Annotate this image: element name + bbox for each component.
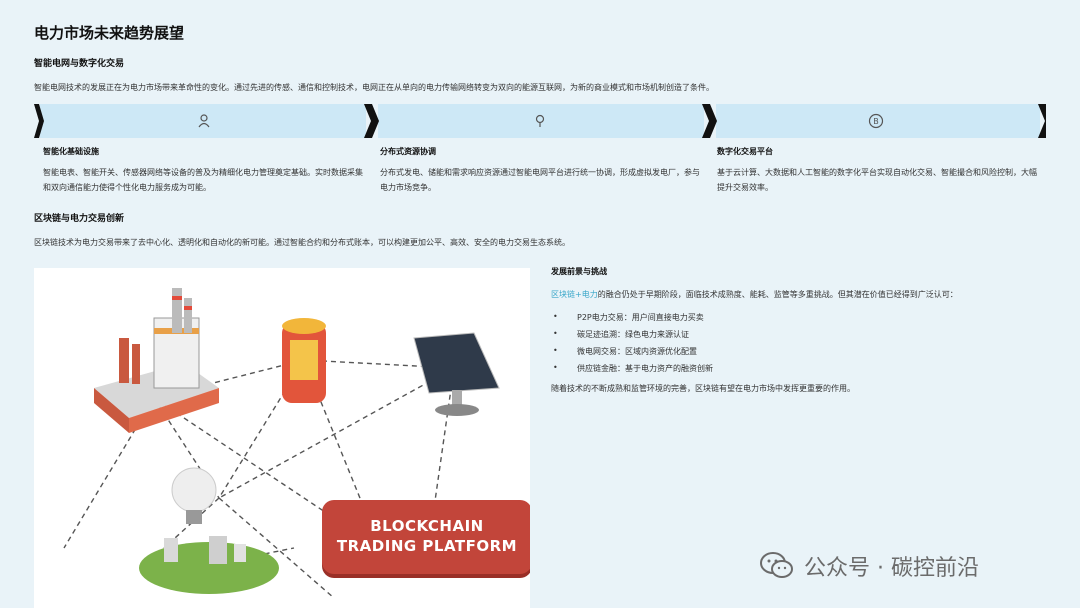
smart-city-icon [139,467,279,594]
step-digital-platform: 数字化交易平台 基于云计算、大数据和人工智能的数字化平台实现自动化交易、智能撮合… [717,146,1037,195]
bullet-icon: • [553,329,558,338]
bulb-icon [532,113,548,129]
prospects-outro: 随着技术的不断成熟和监管环境的完善，区块链有望在电力市场中发挥更重要的作用。 [551,384,855,393]
section-title-blockchain: 区块链与电力交易创新 [34,214,125,224]
step-title: 智能化基础设施 [43,147,99,156]
prospects-intro: 区块链+电力的融合仍处于早期阶段，面临技术成熟度、能耗、监管等多重挑战。但其潜在… [551,289,1021,300]
section-intro-smart-grid: 智能电网技术的发展正在为电力市场带来革命性的变化。通过先进的传感、通信和控制技术… [34,83,714,92]
step-title: 数字化交易平台 [717,147,773,156]
chevron-icon-2 [702,104,717,138]
illustration-network [63,288,500,599]
wechat-logo-icon [760,552,793,578]
step-infrastructure: 智能化基础设施 智能电表、智能开关、传感器网络等设备的普及为精细化电力管理奠定基… [43,146,363,195]
watermark-text: 公众号 · 碳控前沿 [804,556,979,581]
battery-icon [282,318,326,403]
prospects-title: 发展前景与挑战 [551,267,607,276]
band-segment-2 [378,104,704,138]
prospects-list: • P2P电力交易：用户间直接电力买卖 • 碳足迹追溯：绿色电力来源认证 • 微电网交… [551,312,1021,380]
prospects-intro-rest: 的融合仍处于早期阶段，面临技术成熟度、能耗、监管等多重挑战。但其潜在价值已经得到… [597,290,958,299]
list-item-text: P2P电力交易：用户间直接电力买卖 [577,313,704,322]
step-desc: 基于云计算、大数据和人工智能的数字化平台实现自动化交易、智能撮合和风险控制，大幅… [717,168,1037,192]
svg-text:B: B [873,117,879,126]
process-band-arrows [34,104,1046,138]
blockchain-trading-platform-label: BLOCKCHAIN TRADING PLATFORM [322,500,530,574]
step-desc: 分布式发电、储能和需求响应资源通过智能电网平台进行统一协调，形成虚拟发电厂，参与… [380,168,700,192]
platform-label-line2: TRADING PLATFORM [336,537,518,555]
page-title: 电力市场未来趋势展望 [34,24,185,42]
step-title: 分布式资源协调 [380,147,436,156]
list-item: • P2P电力交易：用户间直接电力买卖 [551,312,1021,329]
bullet-icon: • [553,312,558,321]
step-distributed: 分布式资源协调 分布式发电、储能和需求响应资源通过智能电网平台进行统一协调，形成… [380,146,700,195]
coin-icon: B [868,113,884,129]
list-item: • 碳足迹追溯：绿色电力来源认证 [551,329,1021,346]
prospects-panel: 发展前景与挑战 区块链+电力的融合仍处于早期阶段，面临技术成熟度、能耗、监管等多… [551,266,1021,394]
solar-panel-icon [413,332,500,416]
list-item-text: 碳足迹追溯：绿色电力来源认证 [577,330,689,339]
bullet-icon: • [553,363,558,372]
chevron-icon-1 [364,104,379,138]
band-segment-3 [716,104,1040,138]
factory-icon [94,288,219,433]
watermark: 公众号 · 碳控前沿 [760,550,979,582]
person-icon [196,113,212,129]
section-title-smart-grid: 智能电网与数字化交易 [34,59,125,69]
list-item: • 供应链金融：基于电力资产的融资创新 [551,363,1021,380]
list-item: • 微电网交易：区域内资源优化配置 [551,346,1021,363]
list-item-text: 供应链金融：基于电力资产的融资创新 [577,364,713,373]
section-intro-blockchain: 区块链技术为电力交易带来了去中心化、透明化和自动化的新可能。通过智能合约和分布式… [34,238,570,247]
step-desc: 智能电表、智能开关、传感器网络等设备的普及为精细化电力管理奠定基础。实时数据采集… [43,168,363,192]
bullet-icon: • [553,346,558,355]
list-item-text: 微电网交易：区域内资源优化配置 [577,347,697,356]
blockchain-illustration: BLOCKCHAIN TRADING PLATFORM [34,268,530,608]
chevron-icon-end [1038,104,1046,138]
process-band: B [34,104,1046,138]
highlight-text: 区块链+电力 [551,290,598,299]
platform-label-line1: BLOCKCHAIN [370,517,484,535]
chevron-icon-start [34,104,44,138]
